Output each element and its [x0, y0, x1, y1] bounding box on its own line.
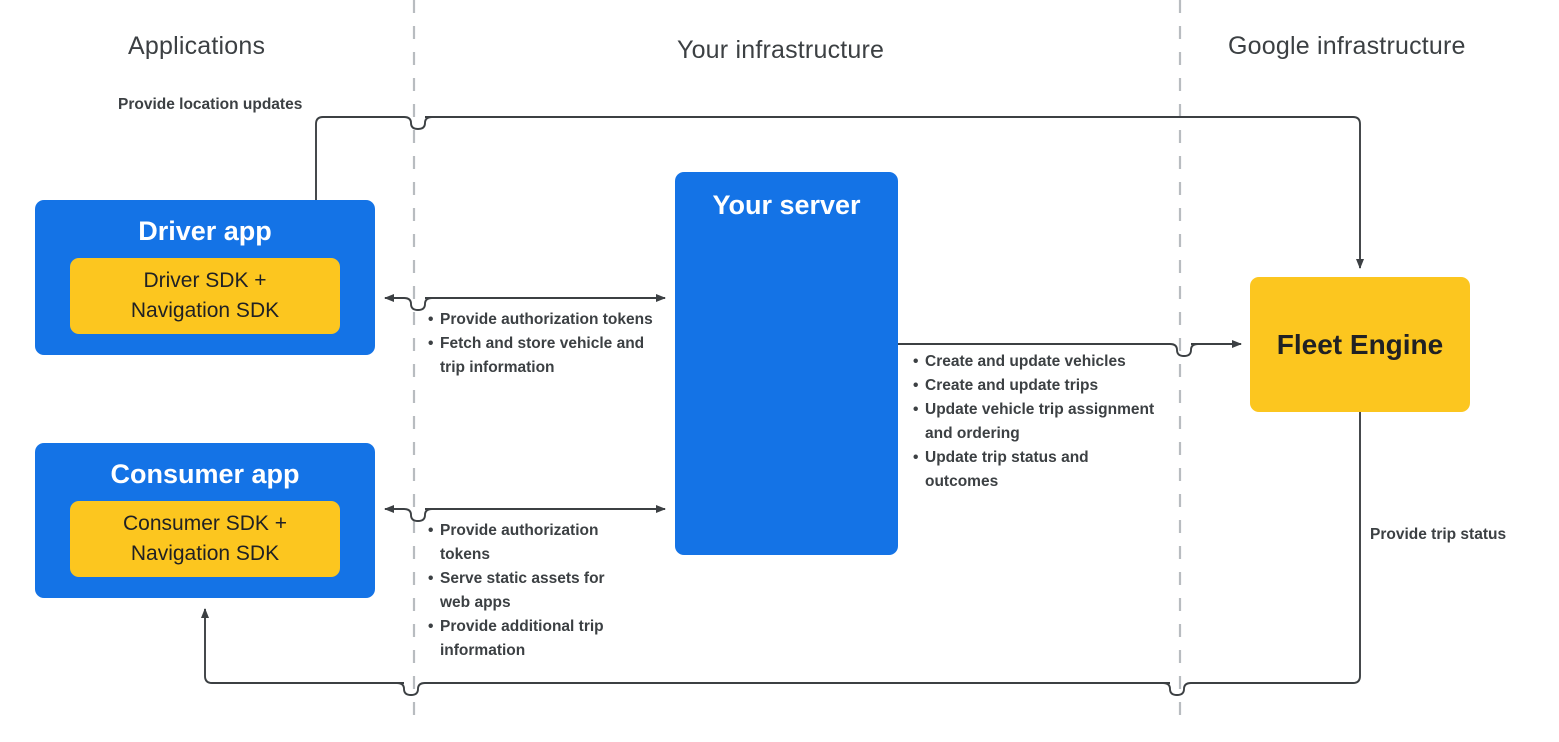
edge-bullets-server-consumer: Provide authorization tokensServe static… [428, 519, 613, 663]
consumer-app-title: Consumer app [110, 459, 300, 489]
lane-title-your-infrastructure: Your infrastructure [677, 36, 885, 64]
bullet-item: Provide authorization tokens [428, 519, 613, 567]
driver-app-title: Driver app [138, 216, 272, 246]
node-consumer-app[interactable]: Consumer app Consumer SDK +Navigation SD… [35, 443, 375, 598]
lane-title-google-infrastructure: Google infrastructure [1228, 32, 1466, 60]
lane-title-applications: Applications [128, 32, 266, 60]
bullet-item: Update trip status and outcomes [913, 446, 1163, 494]
fleet-engine-label: Fleet Engine [1276, 328, 1444, 360]
edge-bullets-server-driver: Provide authorization tokensFetch and st… [428, 308, 653, 380]
bullet-item: Serve static assets for web apps [428, 567, 613, 615]
bullet-item: Update vehicle trip assignment and order… [913, 398, 1163, 446]
bullet-item: Create and update trips [913, 374, 1163, 398]
consumer-sdk-label: Consumer SDK +Navigation SDK [123, 512, 287, 565]
node-fleet-engine[interactable]: Fleet Engine [1250, 277, 1470, 412]
edge-label-provide-trip-status: Provide trip status [1370, 526, 1507, 543]
edge-label-provide-location-updates: Provide location updates [118, 96, 303, 113]
node-driver-sdk[interactable]: Driver SDK +Navigation SDK [70, 258, 340, 334]
bullet-item: Provide authorization tokens [428, 308, 653, 332]
node-your-server[interactable]: Your server [675, 172, 898, 555]
bullet-item: Fetch and store vehicle and trip informa… [428, 332, 653, 380]
bullet-item: Provide additional trip information [428, 615, 613, 663]
driver-sdk-label: Driver SDK +Navigation SDK [130, 269, 280, 322]
node-driver-app[interactable]: Driver app Driver SDK +Navigation SDK [35, 200, 375, 355]
node-consumer-sdk[interactable]: Consumer SDK +Navigation SDK [70, 501, 340, 577]
bullet-item: Create and update vehicles [913, 350, 1163, 374]
edge-bullets-server-fleet-engine: Create and update vehiclesCreate and upd… [913, 350, 1163, 494]
your-server-title: Your server [712, 190, 861, 220]
